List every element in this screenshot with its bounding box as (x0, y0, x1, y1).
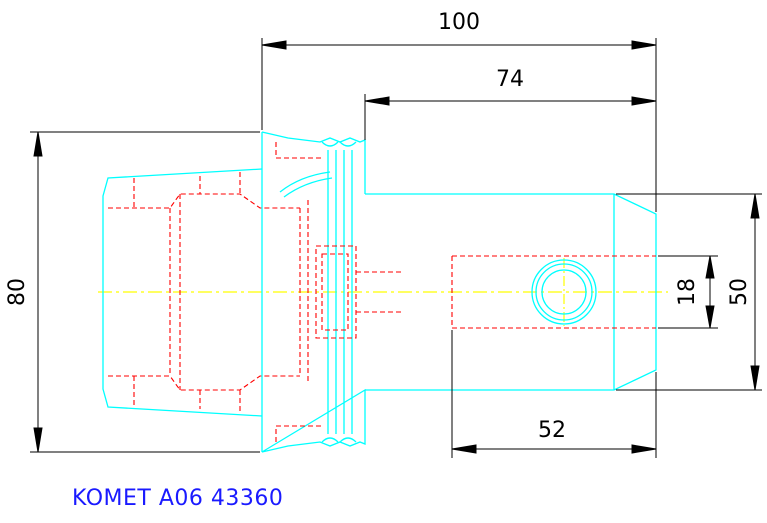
hidden-lines (108, 142, 656, 442)
dim-100-text: 100 (438, 10, 480, 35)
cross-hole-outer (531, 259, 597, 325)
bore-hidden (451, 255, 656, 329)
dim-50-text: 50 (727, 278, 752, 306)
taper-outline (102, 168, 263, 417)
dimension-lines (30, 38, 762, 458)
shank-outline (365, 193, 657, 391)
part-label: KOMET A06 43360 (72, 486, 284, 511)
dim-80-text: 80 (5, 278, 30, 306)
dim-18-text: 18 (675, 278, 700, 306)
cross-hole-inner (541, 269, 587, 315)
dim-74-text: 74 (496, 67, 524, 92)
dim-52-text: 52 (538, 418, 566, 443)
part-outline (102, 131, 657, 453)
cross-hole-mid (535, 263, 593, 321)
